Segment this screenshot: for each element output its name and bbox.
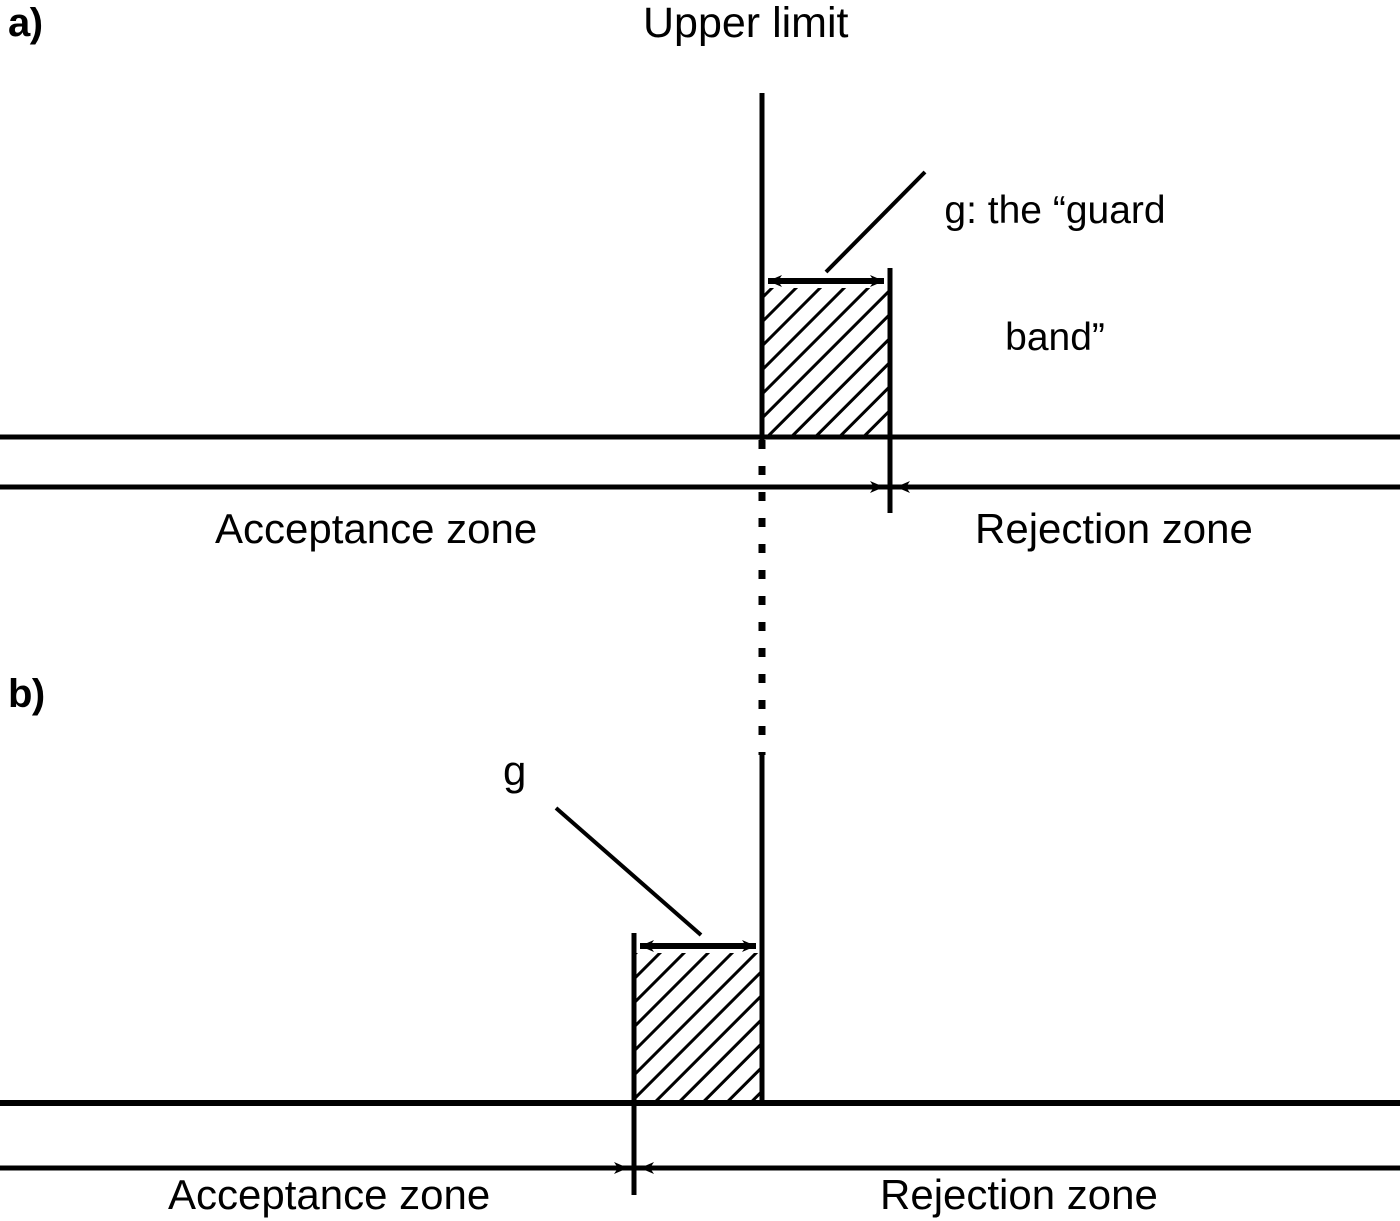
panel-b-guard-band-callout: g [503, 747, 527, 794]
panel-b-guard-band-rect [636, 953, 762, 1103]
panel-a-callout-leader-line [824, 170, 927, 274]
guard-band-callout-line-1: g: the “guard [944, 189, 1166, 233]
panel-a-guard-band-rect [764, 288, 888, 438]
upper-limit-title: Upper limit [643, 0, 849, 47]
panel-a-graphics [0, 93, 1400, 755]
panel-b-rejection-zone-label: Rejection zone [880, 1171, 1158, 1218]
guard-band-callout-line-2: band” [1005, 315, 1105, 359]
panel-b-acceptance-zone-label: Acceptance zone [168, 1171, 491, 1218]
panel-b-callout-leader-line [554, 806, 703, 937]
panel-a-acceptance-zone-label: Acceptance zone [215, 505, 538, 552]
panel-b-label: b) [8, 672, 45, 716]
panel-a-label: a) [8, 1, 43, 45]
panel-b-graphics [0, 755, 1400, 1195]
guard-band-callout: g: the “guard band” [905, 106, 1205, 443]
panel-a-rejection-zone-label: Rejection zone [975, 505, 1253, 552]
